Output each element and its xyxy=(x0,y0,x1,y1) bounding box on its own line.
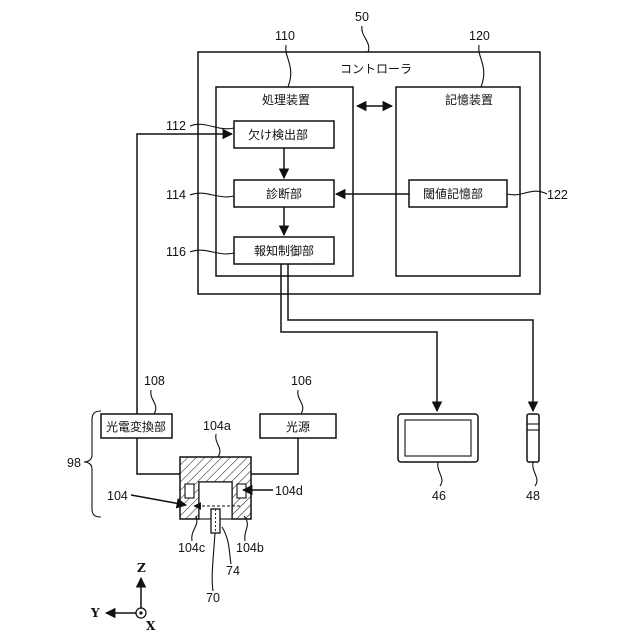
x-axis-label: X xyxy=(146,619,156,633)
sensor-slot-right xyxy=(237,484,246,498)
photo-to-sensor-wire xyxy=(137,438,180,474)
light-label: 光源 xyxy=(286,420,310,434)
sensor-70-leader xyxy=(212,533,215,591)
sensor-104-arrow xyxy=(131,495,186,505)
diagnosis-leader xyxy=(190,193,234,197)
storage-box xyxy=(396,87,520,276)
lamp-device xyxy=(527,414,539,462)
threshold-ref: 122 xyxy=(547,188,568,202)
photo-label: 光電変換部 xyxy=(106,419,166,434)
photo-leader xyxy=(151,390,156,414)
lamp-ref: 48 xyxy=(526,489,540,503)
light-leader xyxy=(298,390,303,414)
notify-to-display-line xyxy=(281,264,437,411)
sensor-104a-leader xyxy=(216,434,220,457)
diagnosis-label: 診断部 xyxy=(266,186,302,201)
storage-label: 記憶装置 xyxy=(445,92,493,107)
sensor-ref-70: 70 xyxy=(206,591,220,605)
photo-to-chip-detect-line xyxy=(137,134,232,414)
display-leader xyxy=(438,462,442,486)
light-to-sensor-wire xyxy=(251,438,298,474)
notify-label: 報知制御部 xyxy=(254,243,314,258)
group-bracket xyxy=(84,411,101,517)
processing-ref: 110 xyxy=(275,29,295,43)
sensor-ref-104: 104 xyxy=(107,489,128,503)
light-ref: 106 xyxy=(291,374,312,388)
sensor-slot-left xyxy=(185,484,194,498)
diagnosis-ref: 114 xyxy=(166,188,186,202)
chip-detect-label: 欠け検出部 xyxy=(248,127,308,142)
z-axis-label: Z xyxy=(137,561,146,575)
lamp-leader xyxy=(533,462,537,486)
sensor-ref-104b: 104b xyxy=(236,541,264,555)
display-device xyxy=(398,414,478,462)
display-ref: 46 xyxy=(432,489,446,503)
photo-ref: 108 xyxy=(144,374,165,388)
controller-ref: 50 xyxy=(355,10,369,24)
x-axis-dot xyxy=(139,611,142,614)
display-screen xyxy=(405,420,471,456)
notify-to-lamp-line xyxy=(288,264,533,411)
notify-ref: 116 xyxy=(166,245,186,259)
threshold-label: 閾値記憶部 xyxy=(423,186,483,201)
notify-leader xyxy=(190,250,234,254)
chip-detect-ref: 112 xyxy=(166,119,186,133)
threshold-leader xyxy=(507,191,547,195)
group-ref-98: 98 xyxy=(67,456,81,470)
controller-leader xyxy=(362,26,369,52)
storage-ref: 120 xyxy=(469,29,490,43)
y-axis-label: Y xyxy=(90,606,100,620)
processing-label: 処理装置 xyxy=(262,93,310,107)
chip-detect-leader xyxy=(190,124,234,129)
sensor-74-leader xyxy=(222,527,231,564)
controller-box xyxy=(198,52,540,294)
controller-label: コントローラ xyxy=(340,62,412,76)
sensor-ref-74: 74 xyxy=(226,564,240,578)
sensor-ref-104a: 104a xyxy=(203,419,231,433)
sensor-ref-104d: 104d xyxy=(275,484,303,498)
sensor-ref-104c: 104c xyxy=(178,541,205,555)
